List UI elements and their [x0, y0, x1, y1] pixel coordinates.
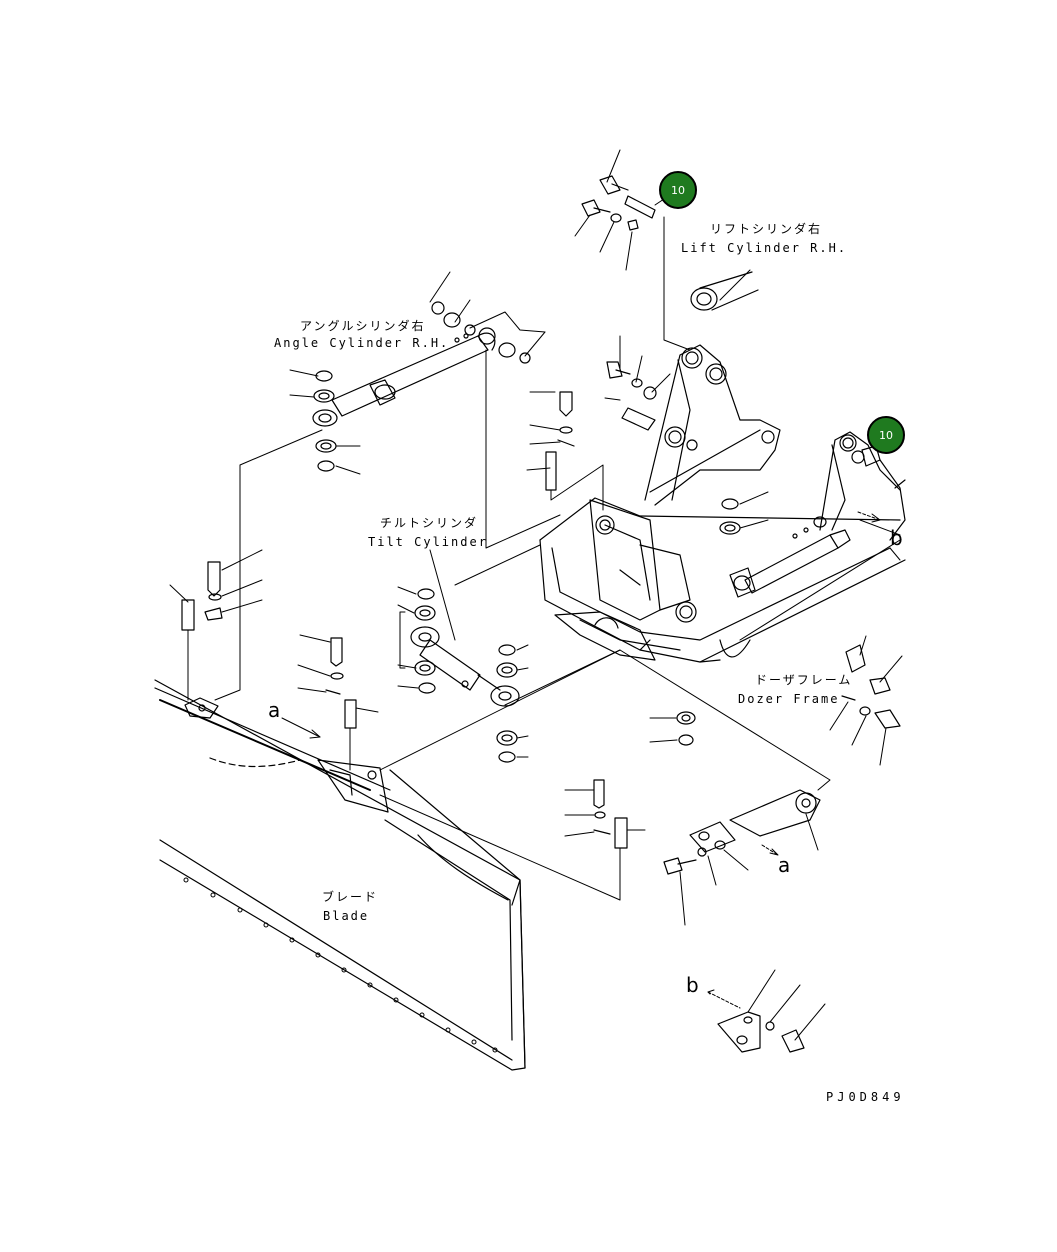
- view-marker-b-top: b: [890, 526, 903, 550]
- lift-bracket-center: [644, 344, 781, 506]
- lift-cylinder-label-en: Lift Cylinder R.H.: [681, 241, 848, 255]
- direction-arrows: [281, 511, 881, 1009]
- part-callout-10-frame-pin[interactable]: 10: [867, 416, 905, 454]
- dozer-frame-label-jp: ドーザフレーム: [755, 673, 853, 687]
- assembly-lines: [187, 216, 901, 901]
- blade-holes: [183, 877, 498, 1053]
- tilt-cylinder-label-en: Tilt Cylinder: [368, 535, 488, 549]
- tilt-cylinder: [410, 626, 520, 707]
- hardware-parts: [181, 175, 901, 1053]
- angle-cylinder-label-jp: アングルシリンダ右: [300, 319, 426, 333]
- dozer-frame: [539, 459, 906, 663]
- angle-cylinder-right: [729, 516, 851, 598]
- blade: [154, 679, 526, 1071]
- part-callout-10-lift-pin[interactable]: 10: [659, 171, 697, 209]
- view-marker-b-bottom: b: [686, 973, 699, 997]
- lift-cylinder-label-jp: リフトシリンダ右: [710, 222, 823, 236]
- dozer-frame-label-en: Dozer Frame: [738, 692, 840, 706]
- blade-label-jp: ブレード: [322, 890, 379, 904]
- angle-cylinder: [312, 327, 496, 427]
- view-marker-a-left: a: [268, 698, 281, 722]
- angle-cylinder-label-en: Angle Cylinder R.H.: [274, 336, 450, 350]
- blade-label-en: Blade: [323, 909, 370, 923]
- drawing-code: PJ0D849: [826, 1090, 905, 1104]
- lift-bracket-right: [819, 431, 901, 531]
- view-marker-a-right: a: [778, 853, 791, 877]
- lift-cylinder-rod: [690, 271, 759, 311]
- tilt-cylinder-label-jp: チルトシリンダ: [380, 516, 479, 530]
